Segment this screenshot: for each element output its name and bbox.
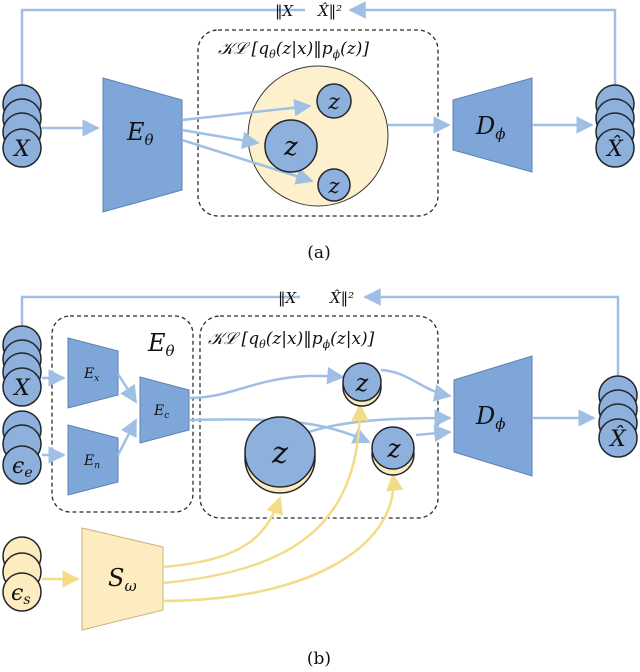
en-block (67, 424, 119, 496)
decoder-label: Dϕ (475, 112, 505, 143)
panel-b: ‖X X̂‖² Eθ 𝒦ℒ [qθ(z|x)‖pϕ(z|x)] X ϵe (2, 288, 638, 669)
loss-line-left (20, 8, 305, 95)
output-stack: X̂ (595, 84, 635, 168)
ex-block (67, 337, 119, 409)
arrow-s-z-big (162, 496, 283, 569)
arrow-s-z-right (162, 473, 404, 603)
output-label: X̂ (608, 426, 627, 452)
s-block (81, 527, 164, 631)
arrow-z-right-decoder (415, 424, 452, 443)
encoder-label: Eθ (126, 118, 154, 149)
loss-label-right: X̂‖² (317, 2, 342, 20)
loss-label-left: ‖X (278, 289, 298, 307)
arrow-z-top-decoder (380, 368, 452, 402)
loss-label-right: X̂‖² (329, 289, 354, 307)
input-eps-e-label: ϵe (12, 454, 33, 481)
latent-z-bot (317, 168, 351, 202)
latent-z-bot-label: z (327, 174, 340, 198)
input-x-label: X (12, 376, 31, 401)
input-stack: X (2, 84, 42, 168)
latent-z-right-label: z (386, 434, 401, 463)
input-x-stack: X (2, 325, 42, 407)
latent-z-mid (264, 119, 318, 173)
latent-z-right (371, 426, 415, 470)
latent-z-big-label: z (271, 436, 288, 471)
s-label: Sω (108, 564, 137, 595)
decoder-block (453, 355, 533, 477)
loss-line-right (363, 288, 620, 382)
output-stack: X̂ (598, 375, 638, 458)
arrow-ec-z-top (188, 366, 345, 400)
decoder-label: Dϕ (475, 402, 505, 433)
ec-label: Ec (153, 403, 169, 421)
arrow-z-big-decoder (299, 409, 452, 437)
latent-z-top (316, 83, 352, 119)
ex-label: Ex (83, 366, 99, 384)
latent-z-top-label: z (355, 369, 369, 397)
ec-block (139, 376, 190, 444)
latent-z-mid-label: z (283, 132, 298, 162)
arrow-encoder-z-top (181, 99, 312, 122)
latent-z-top-label: z (327, 90, 340, 115)
panel-a: ‖X X̂‖² 𝒦ℒ [qθ(z|x)‖pϕ(z)] X Eθ z (2, 1, 635, 263)
arrow-s-z-top (162, 403, 369, 585)
encoder-group-box (51, 315, 194, 513)
output-label: X̂ (605, 136, 624, 162)
latent-z-big (244, 416, 316, 488)
arrow-en-ec (116, 418, 138, 456)
caption-b: (b) (307, 649, 331, 669)
loss-label-left: ‖X (275, 2, 295, 20)
arrow-encoder-z-bot (181, 138, 314, 185)
encoder-block (102, 77, 183, 213)
arrow-encoder-z-mid (181, 128, 260, 149)
input-eps-e-stack: ϵe (2, 410, 42, 485)
loss-line-right (348, 1, 617, 95)
loss-line-left (20, 295, 300, 335)
latent-z-top (342, 362, 382, 402)
input-label: X (12, 137, 31, 162)
input-eps-s-label: ϵs (11, 581, 31, 608)
kl-label: 𝒦ℒ [qθ(z|x)‖pϕ(z|x)] (208, 329, 375, 351)
arrow-ex-ec (116, 373, 138, 404)
encoder-group-label: Eθ (147, 329, 175, 360)
decoder-block (452, 77, 533, 173)
input-eps-s-stack: ϵs (2, 536, 42, 612)
caption-a: (a) (307, 243, 330, 263)
en-label: En (83, 453, 100, 471)
kl-label: 𝒦ℒ [qθ(z|x)‖pϕ(z)] (218, 39, 369, 61)
